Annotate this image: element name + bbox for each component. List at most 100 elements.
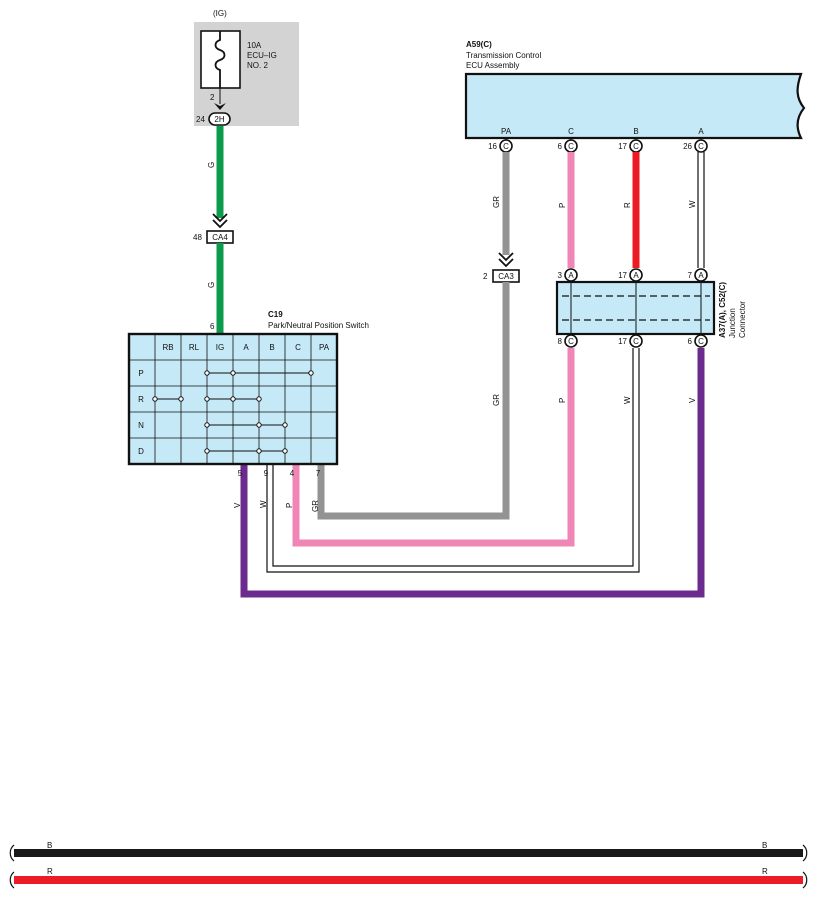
- switch-row-label-d: D: [138, 447, 144, 456]
- switch-bottom-pin-3: 7: [316, 469, 321, 478]
- junction-bottom-pin-number-1: 17: [618, 337, 627, 346]
- junction-bottom-pin-0-circle: [564, 334, 578, 348]
- ecu-terminal-connector-2-letter: C: [633, 142, 639, 151]
- ecu-body: [464, 72, 806, 140]
- ca4-connector-name: CA4: [212, 233, 228, 242]
- switch-row-label-r: R: [138, 395, 144, 404]
- fuse-pin: 2: [210, 93, 215, 102]
- ig-label: (IG): [213, 9, 227, 18]
- ecu-terminal-connector-1-letter: C: [568, 142, 574, 151]
- legend-r-wire: [9, 871, 808, 889]
- legend-b-label-left: B: [47, 841, 52, 850]
- junction-bottom-pin-2-circle: [694, 334, 708, 348]
- wire-w-low-label: W: [623, 396, 632, 404]
- wire-w-low: [266, 348, 640, 573]
- switch-wire-p-label: P: [285, 503, 294, 508]
- wire-gr-low: [317, 282, 510, 520]
- ecu-terminal-pin-1: 6: [558, 142, 563, 151]
- fuse-name-line1: ECU–IG: [247, 51, 277, 60]
- switch-bottom-pin-2: 4: [290, 469, 295, 478]
- fuse-name-line2: NO. 2: [247, 61, 268, 70]
- switch-wire-v-label: V: [233, 502, 242, 508]
- junction-bottom-pin-1-circle: [629, 334, 643, 348]
- junction-bottom-pin-number-2: 6: [688, 337, 693, 346]
- ecu-terminal-connector-3-circle: [694, 139, 708, 153]
- ecu-terminal-pin-0: 16: [488, 142, 497, 151]
- switch-code: C19: [268, 310, 283, 319]
- legend-r-label-right: R: [762, 867, 768, 876]
- switch-contact-dot-1-1-1: [178, 396, 184, 402]
- switch-wire-gr-label: GR: [311, 500, 320, 512]
- ecu-terminal-pin-2: 17: [618, 142, 627, 151]
- ecu-wires: GR P R W: [492, 152, 705, 268]
- ecu-block: A59(C) Transmission Control ECU Assembly…: [464, 40, 806, 153]
- wire-g: G CA4 48 G 6: [193, 126, 234, 335]
- junction-top-pin-1-letter: A: [633, 271, 639, 280]
- fuse-rating: 10A: [247, 41, 262, 50]
- fuse-connector-pin: 24: [196, 115, 205, 124]
- ecu-terminal-label-1: C: [568, 127, 574, 136]
- ca4-connector-pin: 48: [193, 233, 202, 242]
- wire-g-lower-label: G: [207, 282, 216, 288]
- ca3-connector: CA3 2: [483, 269, 520, 283]
- fuse-block: (IG) 10A ECU–IG NO. 2 2 2H 24: [194, 9, 299, 126]
- fuse-connector-arrow-icon: [214, 103, 226, 110]
- switch-contact-dot-3-1-2: [282, 448, 288, 454]
- junction-code: A37(A), C52(C): [718, 282, 727, 338]
- switch-column-header-c: C: [295, 343, 301, 352]
- wire-g-upper-label: G: [207, 162, 216, 168]
- wire-p-ecu-label: P: [558, 203, 567, 208]
- wire-r-ecu-label: R: [623, 202, 632, 208]
- junction-top-pin-2-letter: A: [698, 271, 704, 280]
- switch-contact-dot-0-1-0: [204, 370, 210, 376]
- switch-top-pin: 6: [210, 322, 215, 331]
- junction-name-line2: Connector: [738, 301, 747, 338]
- switch-contact-dot-2-1-0: [204, 422, 210, 428]
- junction-top-pin-0-letter: A: [568, 271, 574, 280]
- wire-p-low-label: P: [558, 398, 567, 403]
- ca4-chevron-icon: [212, 213, 228, 229]
- wire-v-low: [240, 348, 705, 598]
- switch-column-header-ig: IG: [216, 343, 224, 352]
- junction-top-pin-number-0: 3: [558, 271, 563, 280]
- switch-contact-dot-2-1-1: [256, 422, 262, 428]
- legend: B B R R: [9, 841, 808, 889]
- switch-column-header-b: B: [269, 343, 274, 352]
- ecu-terminal-connector-0-letter: C: [503, 142, 509, 151]
- switch-column-header-rl: RL: [189, 343, 200, 352]
- ecu-name-line1: Transmission Control: [466, 51, 542, 60]
- legend-b-label-right: B: [762, 841, 767, 850]
- fuse-connector-name: 2H: [214, 115, 224, 124]
- wire-v-low-label: V: [688, 397, 697, 403]
- ecu-name-line2: ECU Assembly: [466, 61, 519, 70]
- fuse-connector-badge: [208, 112, 231, 126]
- wire-gr-ecu-label: GR: [492, 196, 501, 208]
- switch-column-header-rb: RB: [162, 343, 173, 352]
- switch-bottom-pin-0: 5: [238, 469, 243, 478]
- ecu-terminal-label-0: PA: [501, 127, 512, 136]
- wire-w-ecu-label: W: [688, 200, 697, 208]
- switch-name: Park/Neutral Position Switch: [268, 321, 369, 330]
- switch-contact-dot-2-1-2: [282, 422, 288, 428]
- ecu-terminal-pin-3: 26: [683, 142, 692, 151]
- wire-gr-low-label: GR: [492, 394, 501, 406]
- legend-r-label-left: R: [47, 867, 53, 876]
- switch-contact-dot-1-2-2: [256, 396, 262, 402]
- switch-row-label-p: P: [138, 369, 143, 378]
- junction-bottom-pin-number-0: 8: [558, 337, 563, 346]
- junction-bottom-pin-0-letter: C: [568, 337, 574, 346]
- ca3-chevron-icon: [498, 252, 514, 268]
- ca3-connector-name: CA3: [498, 272, 514, 281]
- switch-contact-dot-0-1-2: [308, 370, 314, 376]
- switch-column-header-pa: PA: [319, 343, 330, 352]
- junction-top-pin-number-1: 17: [618, 271, 627, 280]
- junction-name-line1: Junction: [728, 308, 737, 338]
- legend-b-wire: [9, 844, 808, 862]
- switch-contact-dot-0-1-1: [230, 370, 236, 376]
- ecu-terminal-label-2: B: [633, 127, 638, 136]
- switch-wire-w-label: W: [259, 500, 268, 508]
- junction-top-pin-number-2: 7: [688, 271, 693, 280]
